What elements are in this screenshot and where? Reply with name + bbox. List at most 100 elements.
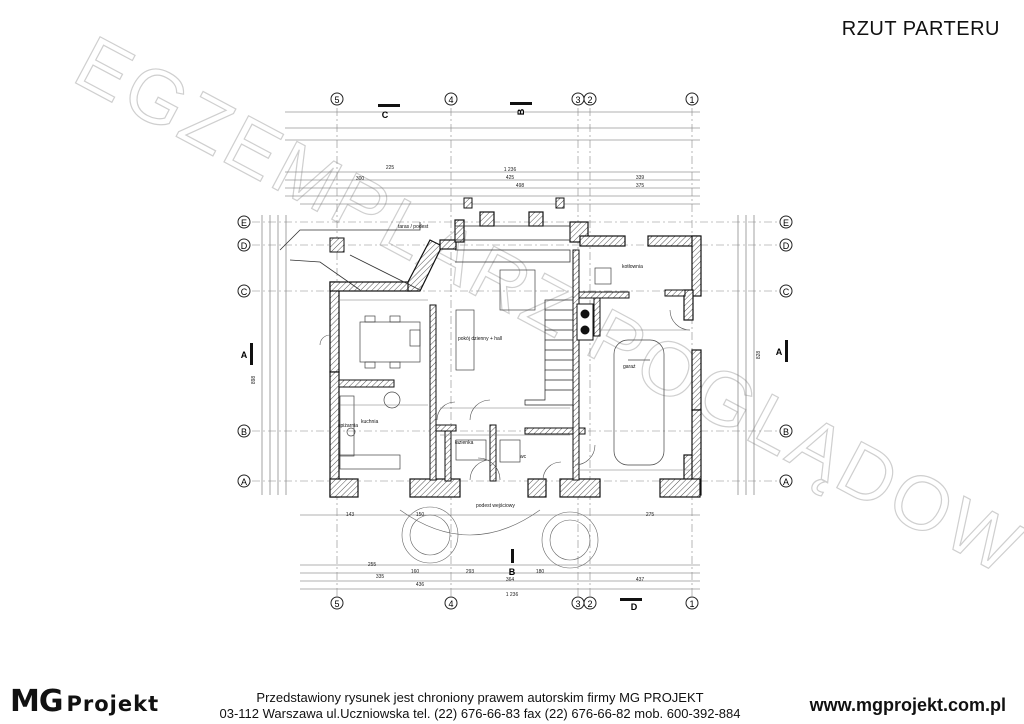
axis-bubble-B-right: B [779, 424, 793, 438]
logo-projekt: Projekt [66, 692, 160, 716]
axis-bubble-C-right: C [779, 284, 793, 298]
axis-bubble-4-top: 4 [444, 92, 458, 106]
exterior-walls [329, 211, 702, 498]
stairs [524, 299, 574, 406]
axis-bubble-D-right: D [779, 238, 793, 252]
axis-label: E [241, 218, 247, 228]
axis-label: 5 [334, 599, 339, 609]
axis-label: C [783, 287, 790, 297]
dim: 364 [506, 577, 515, 583]
dim: 375 [636, 183, 645, 189]
section-label: A [776, 347, 783, 357]
dim: 498 [516, 183, 525, 189]
axis-bubble-4-bottom: 4 [444, 596, 458, 610]
copyright-line-1: Przedstawiony rysunek jest chroniony pra… [256, 690, 704, 705]
dim: 339 [636, 175, 645, 181]
axis-bubble-D-left: D [237, 238, 251, 252]
section-label: B [509, 567, 516, 577]
axis-bubbles: 5 4 3 2 1 5 4 3 2 1 E D C B A E D C B A [237, 92, 793, 610]
room-label-lazienka: łazienka [455, 440, 474, 446]
dim: 436 [416, 582, 425, 588]
bottom-dimension-lines [300, 514, 700, 590]
dim: 293 [466, 569, 475, 575]
dim: 143 [346, 512, 355, 518]
website-url: www.mgprojekt.com.pl [809, 695, 1006, 715]
interior-walls [338, 249, 686, 482]
copyright-notice: Przedstawiony rysunek jest chroniony pra… [190, 690, 770, 722]
room-label-spizarnia: spiżarnia [338, 423, 358, 429]
axis-bubble-5-top: 5 [330, 92, 344, 106]
axis-label: D [783, 241, 790, 251]
room-label-podest: podest wejściowy [476, 503, 515, 509]
axis-label: C [241, 287, 248, 297]
section-label: C [382, 110, 389, 120]
furniture [339, 267, 665, 470]
watermark-text: EGZEMPLARZ POGLĄDOWY [62, 20, 1024, 618]
dim: 180 [536, 569, 545, 575]
section-label: B [516, 108, 526, 115]
room-label-wc: wc [520, 454, 527, 460]
dim: 335 [376, 574, 385, 580]
axis-label: 4 [448, 95, 453, 105]
interior-dim-lines [340, 299, 690, 471]
dim: 225 [386, 165, 395, 171]
axis-bubble-A-left: A [237, 474, 251, 488]
axis-label: 2 [587, 95, 592, 105]
axis-bubble-3-bottom: 3 [571, 596, 585, 610]
axis-bubble-A-right: A [779, 474, 793, 488]
axis-bubble-E-right: E [779, 215, 793, 229]
logo-mg: MG [10, 684, 63, 719]
axis-bubble-2-bottom: 2 [583, 596, 597, 610]
axis-label: 1 [689, 95, 694, 105]
watermark: EGZEMPLARZ POGLĄDOWY [61, 19, 1024, 619]
axis-bubble-5-bottom: 5 [330, 596, 344, 610]
room-label-taras: taras / podest [398, 224, 429, 230]
dim-top-total: 1 236 [504, 167, 517, 173]
section-markers: A A B B C D [241, 102, 788, 612]
axis-label: 5 [334, 95, 339, 105]
dim-right-total: 828 [756, 351, 762, 360]
axis-bubble-E-left: E [237, 215, 251, 229]
room-label-salon: pokój dzienny + hall [458, 336, 502, 342]
dim-left-total: 898 [251, 376, 257, 385]
room-label-kuchnia: kuchnia [361, 419, 378, 425]
dim: 425 [506, 175, 515, 181]
axis-label: 1 [689, 599, 694, 609]
terrace-outline [279, 222, 571, 291]
axis-label: A [241, 477, 247, 487]
axis-label: B [241, 427, 247, 437]
room-label-kotlownia: kotłownia [622, 264, 643, 270]
page-title: RZUT PARTERU [841, 18, 1000, 40]
pillars [329, 197, 565, 253]
axis-label: 2 [587, 599, 592, 609]
axis-label: D [241, 241, 248, 251]
dim: 150 [416, 512, 425, 518]
section-label: D [631, 602, 638, 612]
axis-bubble-2-top: 2 [583, 92, 597, 106]
axis-label: B [783, 427, 789, 437]
axis-label: 3 [575, 95, 580, 105]
axis-bubble-1-top: 1 [685, 92, 699, 106]
dimension-texts: 1 236 1 236 898 828 335 436 300 425 498 … [251, 165, 762, 598]
room-labels: pokój dzienny + hall kuchnia garaż kotło… [338, 224, 643, 509]
side-dimension-lines [261, 215, 755, 495]
door-swings [319, 309, 691, 481]
room-label-garaz: garaż [623, 364, 636, 370]
axis-bubble-B-left: B [237, 424, 251, 438]
section-label: A [241, 350, 248, 360]
axis-bubble-C-left: C [237, 284, 251, 298]
copyright-line-2: 03-112 Warszawa ul.Uczniowska tel. (22) … [219, 706, 741, 721]
axis-label: A [783, 477, 789, 487]
dim: 437 [636, 577, 645, 583]
drive-curves [399, 506, 599, 569]
axis-bubble-1-bottom: 1 [685, 596, 699, 610]
axis-label: 3 [575, 599, 580, 609]
dim: 160 [411, 569, 420, 575]
dim: 275 [646, 512, 655, 518]
dim-bottom-total: 1 236 [506, 592, 519, 598]
chimney [576, 303, 594, 341]
top-dimension-lines [285, 111, 700, 205]
axis-label: 4 [448, 599, 453, 609]
